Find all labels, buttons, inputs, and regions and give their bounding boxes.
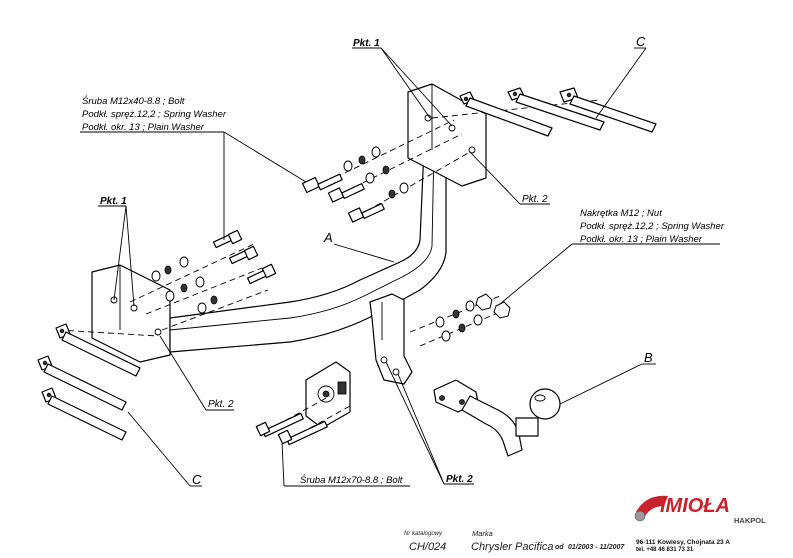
crossbar-part-a	[91, 83, 487, 385]
nut-spec-line3: Podkł. okr. 13 ; Plain Washer	[580, 234, 703, 245]
bolt-spec-top-line1: Śruba M12x40-8.8 ; Bolt	[82, 95, 185, 107]
date-prefix: od	[555, 544, 564, 551]
bolt-spec-bottom: Śruba M12x70-8.8 ; Bolt	[300, 474, 403, 486]
top-right-fasteners	[301, 119, 471, 223]
logo-subtitle: HAKPOL	[734, 516, 766, 525]
part-a-label: A	[323, 230, 333, 245]
bolt-spec-top-line2: Podkł. spręż.12,2 ; Spring Washer	[82, 109, 227, 120]
left-fasteners	[129, 229, 277, 331]
tow-ball	[529, 388, 561, 420]
company-address: 96-111 Kowiesy, Chojnata 23 A	[636, 539, 730, 546]
part-b-label: B	[644, 350, 653, 365]
part-c-bottom-label: C	[192, 472, 202, 487]
catalog-number-value: CH/024	[409, 541, 447, 553]
pkt2-right-label: Pkt. 2	[522, 194, 548, 205]
imiola-logo: IMIOŁA HAKPOL	[634, 495, 766, 525]
brand-value: Chrysler Pacifica	[471, 541, 554, 553]
left-c-brackets	[37, 323, 159, 441]
brand-label: Marka	[472, 529, 493, 538]
pkt1-top-label: Pkt. 1	[353, 38, 380, 49]
leader-lines	[80, 47, 720, 487]
part-c-top-label: C	[636, 34, 646, 49]
logo-wordmark: IMIOŁA	[660, 495, 730, 517]
pkt2-left-label: Pkt. 2	[208, 399, 234, 410]
socket-plate-and-bolts	[255, 293, 511, 446]
centre-bracket	[369, 293, 413, 385]
ball-neck	[461, 395, 523, 457]
ball-collar	[515, 417, 539, 437]
company-phone: tel. +48 46 831 73 31	[636, 547, 694, 553]
pkt2-bottom-label: Pkt. 2	[446, 474, 473, 485]
nut-spec-line2: Podkł. spręż.12,2 ; Spring Washer	[580, 221, 725, 232]
nut-spec-line1: Nakrętka M12 ; Nut	[580, 208, 662, 219]
tow-ball-part-b	[433, 379, 561, 457]
top-c-brackets	[431, 87, 657, 137]
date-range: 01/2003 - 11/2007	[568, 544, 625, 551]
logo-swoosh	[636, 495, 668, 518]
catalog-number-label: Nr katalogowy	[404, 531, 443, 537]
pkt1-left-label: Pkt. 1	[100, 196, 127, 207]
bolt-spec-top-line3: Podkł. okr. 13 ; Plain Washer	[82, 122, 205, 133]
